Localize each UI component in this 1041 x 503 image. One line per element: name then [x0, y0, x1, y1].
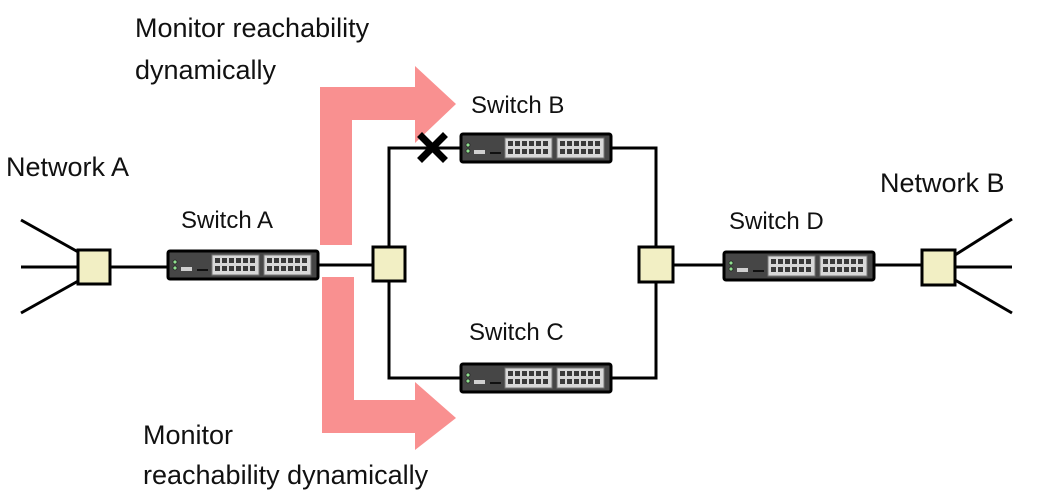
switch-b-label: Switch B: [471, 92, 565, 119]
switch-d-label: Switch D: [729, 208, 824, 235]
upper-monitor-arrow: [320, 66, 456, 245]
switch-d-icon: [722, 250, 876, 282]
switch-c-label: Switch C: [469, 319, 564, 346]
switch-a-label: Switch A: [181, 207, 274, 234]
network-b-links: [954, 217, 1013, 315]
switch-b-icon: [459, 132, 613, 164]
hub-right-junction: [637, 245, 675, 284]
monitor-bottom-line1: Monitor: [143, 420, 234, 450]
hub-left-junction: [371, 245, 407, 283]
network-a-links: [20, 218, 81, 315]
switch-a-icon: [166, 249, 320, 281]
hub-network-a: [76, 248, 112, 286]
hub-network-b: [920, 248, 957, 287]
monitor-top-line2: dynamically: [135, 55, 277, 85]
switch-c-icon: [459, 362, 613, 394]
monitor-bottom-line2: reachability dynamically: [143, 460, 429, 490]
network-a-label: Network A: [6, 152, 130, 182]
lower-monitor-arrow: [322, 277, 456, 450]
network-b-label: Network B: [880, 168, 1005, 198]
monitor-top-line1: Monitor reachability: [135, 13, 370, 43]
x-mark-icon: [417, 132, 448, 163]
